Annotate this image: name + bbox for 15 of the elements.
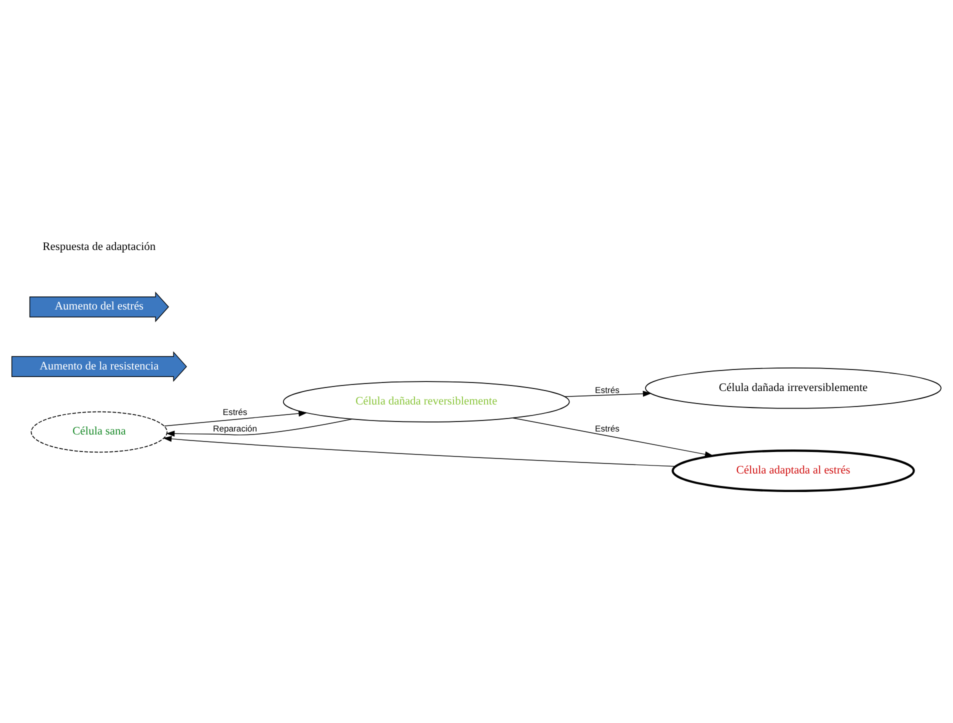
node-ellipse: Célula sana <box>30 410 168 452</box>
arrow <box>564 390 652 396</box>
edge-label: Estrés <box>595 384 620 394</box>
arrow <box>512 417 714 457</box>
edge-label: Estrés <box>595 423 620 434</box>
edge-label: Reparación <box>212 423 258 434</box>
arrow <box>163 435 676 466</box>
label: Aumento del estrés <box>54 300 144 312</box>
label: Aumento de la resistencia <box>40 360 159 372</box>
arrow <box>166 418 352 436</box>
label: Respuesta de adaptación <box>42 240 156 252</box>
node-ellipse: Célula dañada reversiblemente <box>282 380 570 422</box>
arrow <box>164 410 308 426</box>
node-ellipse: Célula dañada irreversiblemente <box>645 367 942 408</box>
edge-label: Estrés <box>222 406 248 417</box>
